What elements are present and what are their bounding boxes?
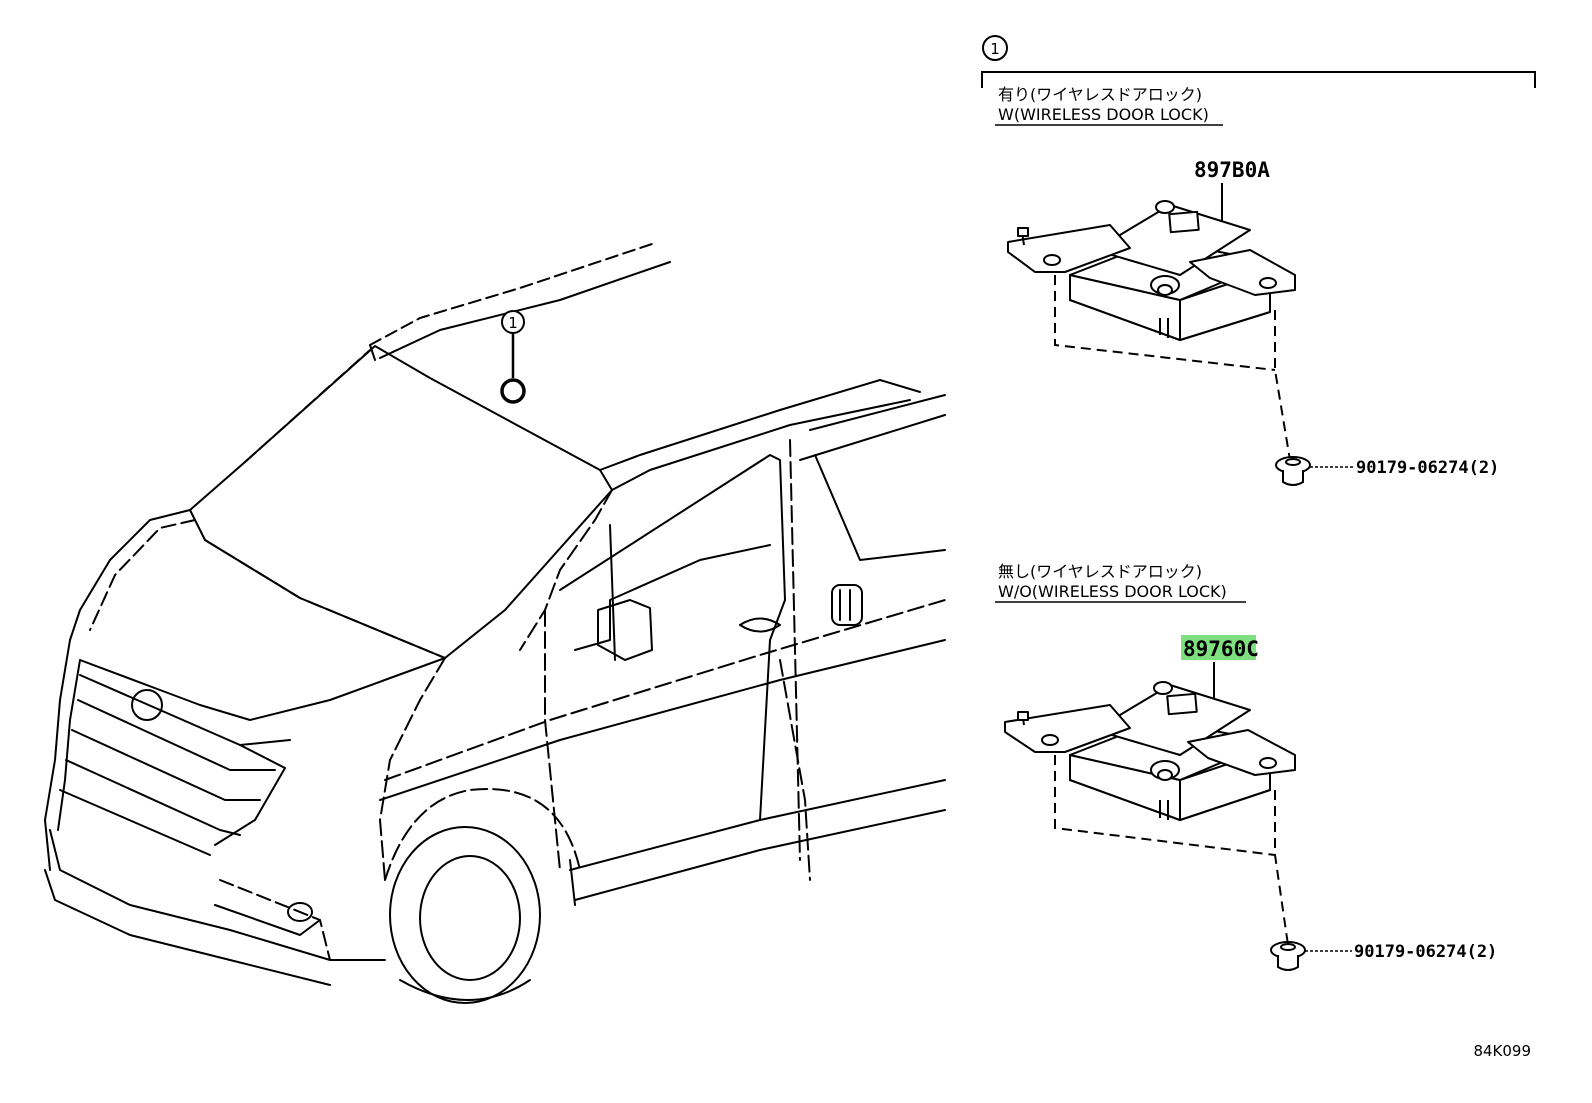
car-location-callout[interactable]: 1 (500, 310, 526, 404)
control-unit-drawing (1007, 200, 1296, 341)
bracket-callout-circle (982, 35, 1008, 61)
clip-fastener (1275, 456, 1311, 486)
reference-bracket: 1 (981, 35, 1536, 88)
group-label-jp: 無し(ワイヤレスドアロック) (998, 562, 1202, 581)
part-number-label[interactable]: 89760C (1183, 637, 1259, 661)
car-callout-number: 1 (508, 314, 518, 332)
control-unit-drawing (1004, 681, 1296, 821)
guide-lines (1054, 275, 1291, 461)
fastener-part-number[interactable]: 90179-06274(2) (1354, 942, 1497, 962)
fastener-part-number[interactable]: 90179-06274(2) (1356, 458, 1499, 478)
group-label-en: W(WIRELESS DOOR LOCK) (998, 105, 1209, 124)
group-without-wireless: 無し(ワイヤレスドアロック) W/O(WIRELESS DOOR LOCK) 8… (995, 562, 1497, 971)
part-number-label[interactable]: 897B0A (1194, 158, 1270, 182)
guide-lines (1054, 755, 1289, 946)
group-label-jp: 有り(ワイヤレスドアロック) (998, 85, 1202, 104)
clip-fastener (1270, 941, 1306, 971)
part-number-highlight (1181, 635, 1256, 660)
bracket-callout-number: 1 (990, 40, 1000, 58)
group-with-wireless: 有り(ワイヤレスドアロック) W(WIRELESS DOOR LOCK) 897… (995, 85, 1499, 486)
group-label-en: W/O(WIRELESS DOOR LOCK) (998, 582, 1227, 601)
van-illustration (44, 242, 946, 1004)
figure-id: 84K099 (1473, 1042, 1531, 1060)
mount-location-marker (500, 378, 526, 404)
